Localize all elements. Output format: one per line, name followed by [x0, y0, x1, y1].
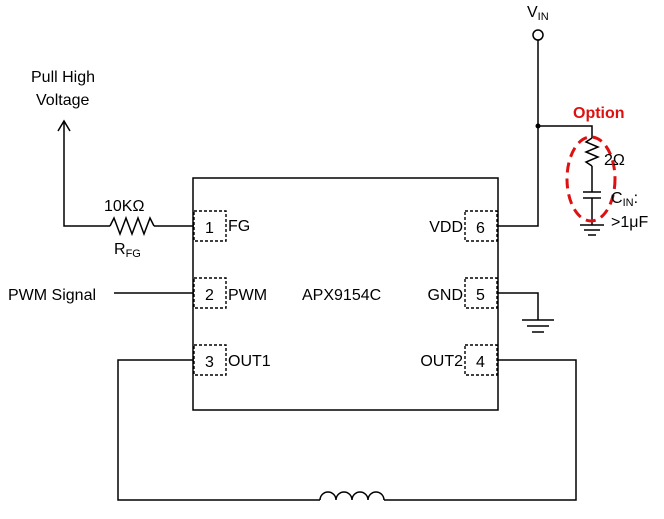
ground-icon: [580, 224, 604, 236]
pin-3-number: 3: [205, 354, 214, 371]
ground-icon: [522, 319, 554, 333]
rfg-value: 10KΩ: [104, 198, 144, 215]
option-label: Option: [573, 105, 625, 122]
cin-value: >1μF: [611, 214, 648, 231]
out2-wire: [384, 359, 577, 501]
ic-body: [192, 177, 499, 411]
pull-high-label-2: Voltage: [36, 92, 89, 109]
pin-5: 5: [464, 277, 498, 309]
vdd-wire: [498, 40, 539, 227]
pin-6: 6: [464, 210, 498, 242]
resistor-rfg: [109, 215, 155, 237]
pin-4-name: OUT2: [420, 353, 463, 370]
pin-6-name: VDD: [429, 219, 463, 236]
out1-wire: [117, 359, 320, 501]
vin-label: VIN: [527, 4, 549, 23]
pwm-signal-label: PWM Signal: [8, 287, 96, 304]
pin-2-name: PWM: [228, 287, 267, 304]
pin-2-number: 2: [205, 287, 214, 304]
inductor-coil: [319, 491, 385, 501]
pull-high-label-1: Pull High: [31, 69, 95, 86]
arrow-up-icon: [57, 119, 71, 132]
pin-5-number: 5: [476, 287, 485, 304]
pin-3: 3: [193, 344, 227, 376]
pin-6-number: 6: [476, 220, 485, 237]
pin-5-name: GND: [427, 287, 463, 304]
pin-1-name: FG: [228, 218, 250, 235]
pin-3-name: OUT1: [228, 353, 271, 370]
capacitor-cin: [583, 191, 601, 199]
option-branch-wire: [538, 125, 593, 138]
resistor-option: [584, 137, 600, 167]
option-highlight: [565, 135, 617, 223]
cin-label: CIN:: [611, 190, 638, 209]
rfg-label: RFG: [114, 241, 141, 260]
pin-2: 2: [193, 277, 227, 309]
resistor-option-value: 2Ω: [604, 152, 625, 169]
fg-net: [57, 119, 194, 237]
gnd-wire: [498, 292, 539, 320]
vin-terminal: [532, 29, 544, 41]
pin-1-number: 1: [205, 220, 214, 237]
ic-name: APX9154C: [302, 287, 381, 304]
pin-4: 4: [464, 344, 498, 376]
pin-4-number: 4: [476, 354, 485, 371]
pin-1: 1: [193, 210, 227, 242]
